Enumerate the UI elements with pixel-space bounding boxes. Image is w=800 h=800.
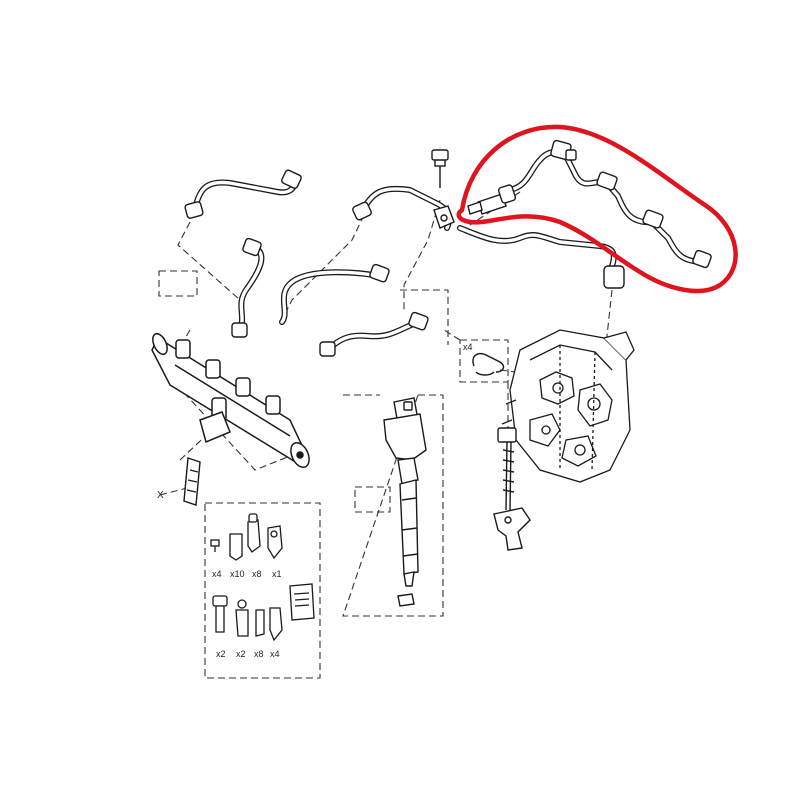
return-pipe-tee — [642, 209, 664, 229]
kit-manual — [289, 583, 315, 621]
banjo-bolt — [431, 149, 455, 229]
seal-kit-quantities-top: x4 x10 x8 x1 — [212, 569, 282, 579]
pipe-nut — [242, 237, 262, 257]
pipe-nut — [184, 201, 204, 219]
kit-qty-label: x2 — [236, 649, 246, 659]
fuel-injector — [383, 397, 427, 607]
seal-kit — [210, 513, 315, 642]
kit-qty-label: x10 — [230, 569, 245, 579]
pipe-nut — [281, 169, 302, 189]
injector-group-frame — [342, 394, 444, 617]
kit-seal-ring — [229, 533, 243, 561]
kit-qty-label: x4 — [212, 569, 222, 579]
kit-bolt — [212, 595, 228, 633]
return-pipe-tee — [692, 249, 712, 269]
injector-clamp-screw — [497, 427, 517, 511]
fuel-common-rail — [151, 332, 310, 469]
injector-callout-box — [354, 486, 391, 513]
kit-qty-label: x8 — [254, 649, 264, 659]
seal-kit-quantities-bottom: x2 x2 x8 x4 — [216, 649, 280, 659]
kit-cone-seal — [269, 607, 283, 642]
rail-callout-box — [158, 270, 198, 297]
kit-pin — [255, 609, 265, 637]
axis-x-label: X — [157, 490, 164, 501]
kit-washer — [210, 539, 220, 552]
pipe-nut — [369, 263, 390, 283]
hp-pipe-4 — [359, 185, 452, 231]
pressure-sensor — [183, 457, 201, 506]
kit-qty-label: x1 — [272, 569, 282, 579]
kit-nozzle-cap — [267, 525, 283, 560]
clip-callout-box — [459, 339, 509, 383]
pipe-nut — [408, 311, 429, 331]
injector-clamp — [493, 507, 531, 551]
kit-qty-label: x4 — [270, 649, 280, 659]
kit-qty-label: x2 — [216, 649, 226, 659]
pipe-nut — [352, 201, 372, 221]
callout-boxes — [158, 270, 509, 679]
pipe-end-nuts — [184, 169, 429, 357]
clip-leader — [443, 329, 461, 341]
return-pipe-end-fitting — [467, 184, 517, 215]
return-pipe-tee — [550, 139, 577, 161]
pipe-5-leader-box — [400, 289, 449, 345]
return-pipe-tee — [596, 171, 618, 191]
hp-pipe-3 — [279, 269, 381, 325]
seal-kit-box — [204, 502, 321, 679]
high-pressure-fuel-pump — [501, 329, 635, 483]
hp-pipe-2 — [237, 243, 265, 333]
pipe-nut — [319, 341, 336, 357]
kit-stud — [235, 599, 249, 637]
return-pipe-pump-connector — [603, 265, 625, 289]
highlight-ring — [456, 124, 738, 294]
kit-qty-label: x8 — [252, 569, 262, 579]
hp-pipe-1 — [192, 173, 298, 211]
kit-sleeve — [247, 513, 261, 553]
pipe-nut — [231, 322, 248, 338]
hp-pipe-5 — [325, 319, 421, 353]
return-pipe-connectors — [467, 139, 712, 289]
injector-clamp-clip — [472, 352, 505, 376]
clip-quantity-label: x4 — [463, 342, 473, 352]
